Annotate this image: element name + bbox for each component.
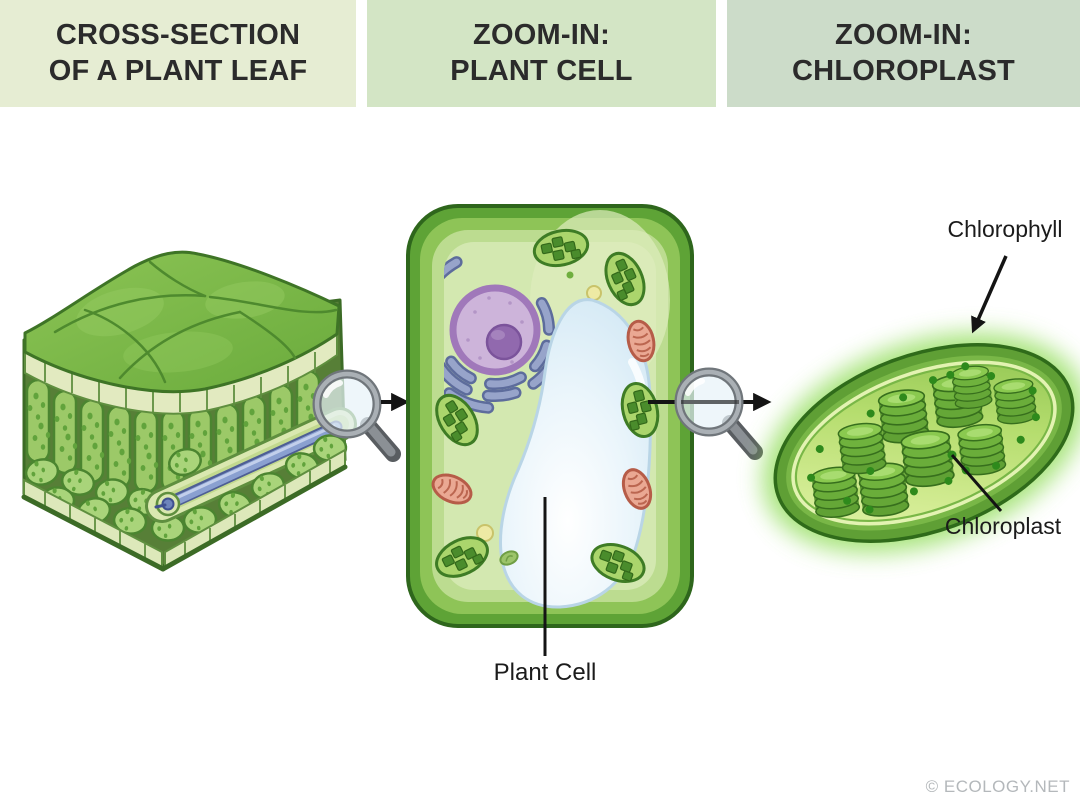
leaf-cross-section-illustration bbox=[21, 250, 357, 572]
inner-membrane bbox=[791, 360, 1057, 526]
plant-cell-illustration bbox=[406, 204, 694, 656]
leaf-vein-vascular-bundle bbox=[145, 407, 357, 523]
chlorophyll-label: Chlorophyll bbox=[947, 216, 1063, 242]
header-leaf-cross-section: CROSS-SECTION OF A PLANT LEAF bbox=[0, 0, 356, 107]
golgi-vesicle bbox=[499, 550, 519, 566]
header-chloroplast-title: ZOOM-IN: CHLOROPLAST bbox=[792, 19, 1015, 87]
watermark: © ECOLOGY.NET bbox=[925, 777, 1070, 796]
plant-cell-label: Plant Cell bbox=[493, 659, 597, 686]
zoom-step-cell-to-chloroplast bbox=[648, 372, 772, 452]
header-chloroplast: ZOOM-IN: CHLOROPLAST bbox=[727, 0, 1080, 107]
nucleus bbox=[449, 284, 541, 376]
nucleolus bbox=[485, 323, 523, 361]
header-plant-cell: ZOOM-IN: PLANT CELL bbox=[367, 0, 716, 107]
chloroplast-illustration bbox=[762, 255, 1080, 554]
chlorophyll-dots bbox=[807, 362, 1040, 514]
vesicle bbox=[586, 285, 602, 301]
header-cell-title: ZOOM-IN: PLANT CELL bbox=[450, 19, 633, 87]
chloroplast-label: Chloroplast bbox=[944, 513, 1062, 539]
leaf-veins bbox=[53, 260, 338, 384]
zoom-step-leaf-to-cell bbox=[317, 374, 410, 454]
header-leaf-title: CROSS-SECTION OF A PLANT LEAF bbox=[48, 19, 308, 87]
lower-epidermis bbox=[21, 448, 348, 572]
chlorophyll-arrow bbox=[971, 255, 1008, 334]
chloroplast-pointer-line bbox=[950, 454, 1003, 512]
leaf-top-surface bbox=[23, 250, 341, 394]
